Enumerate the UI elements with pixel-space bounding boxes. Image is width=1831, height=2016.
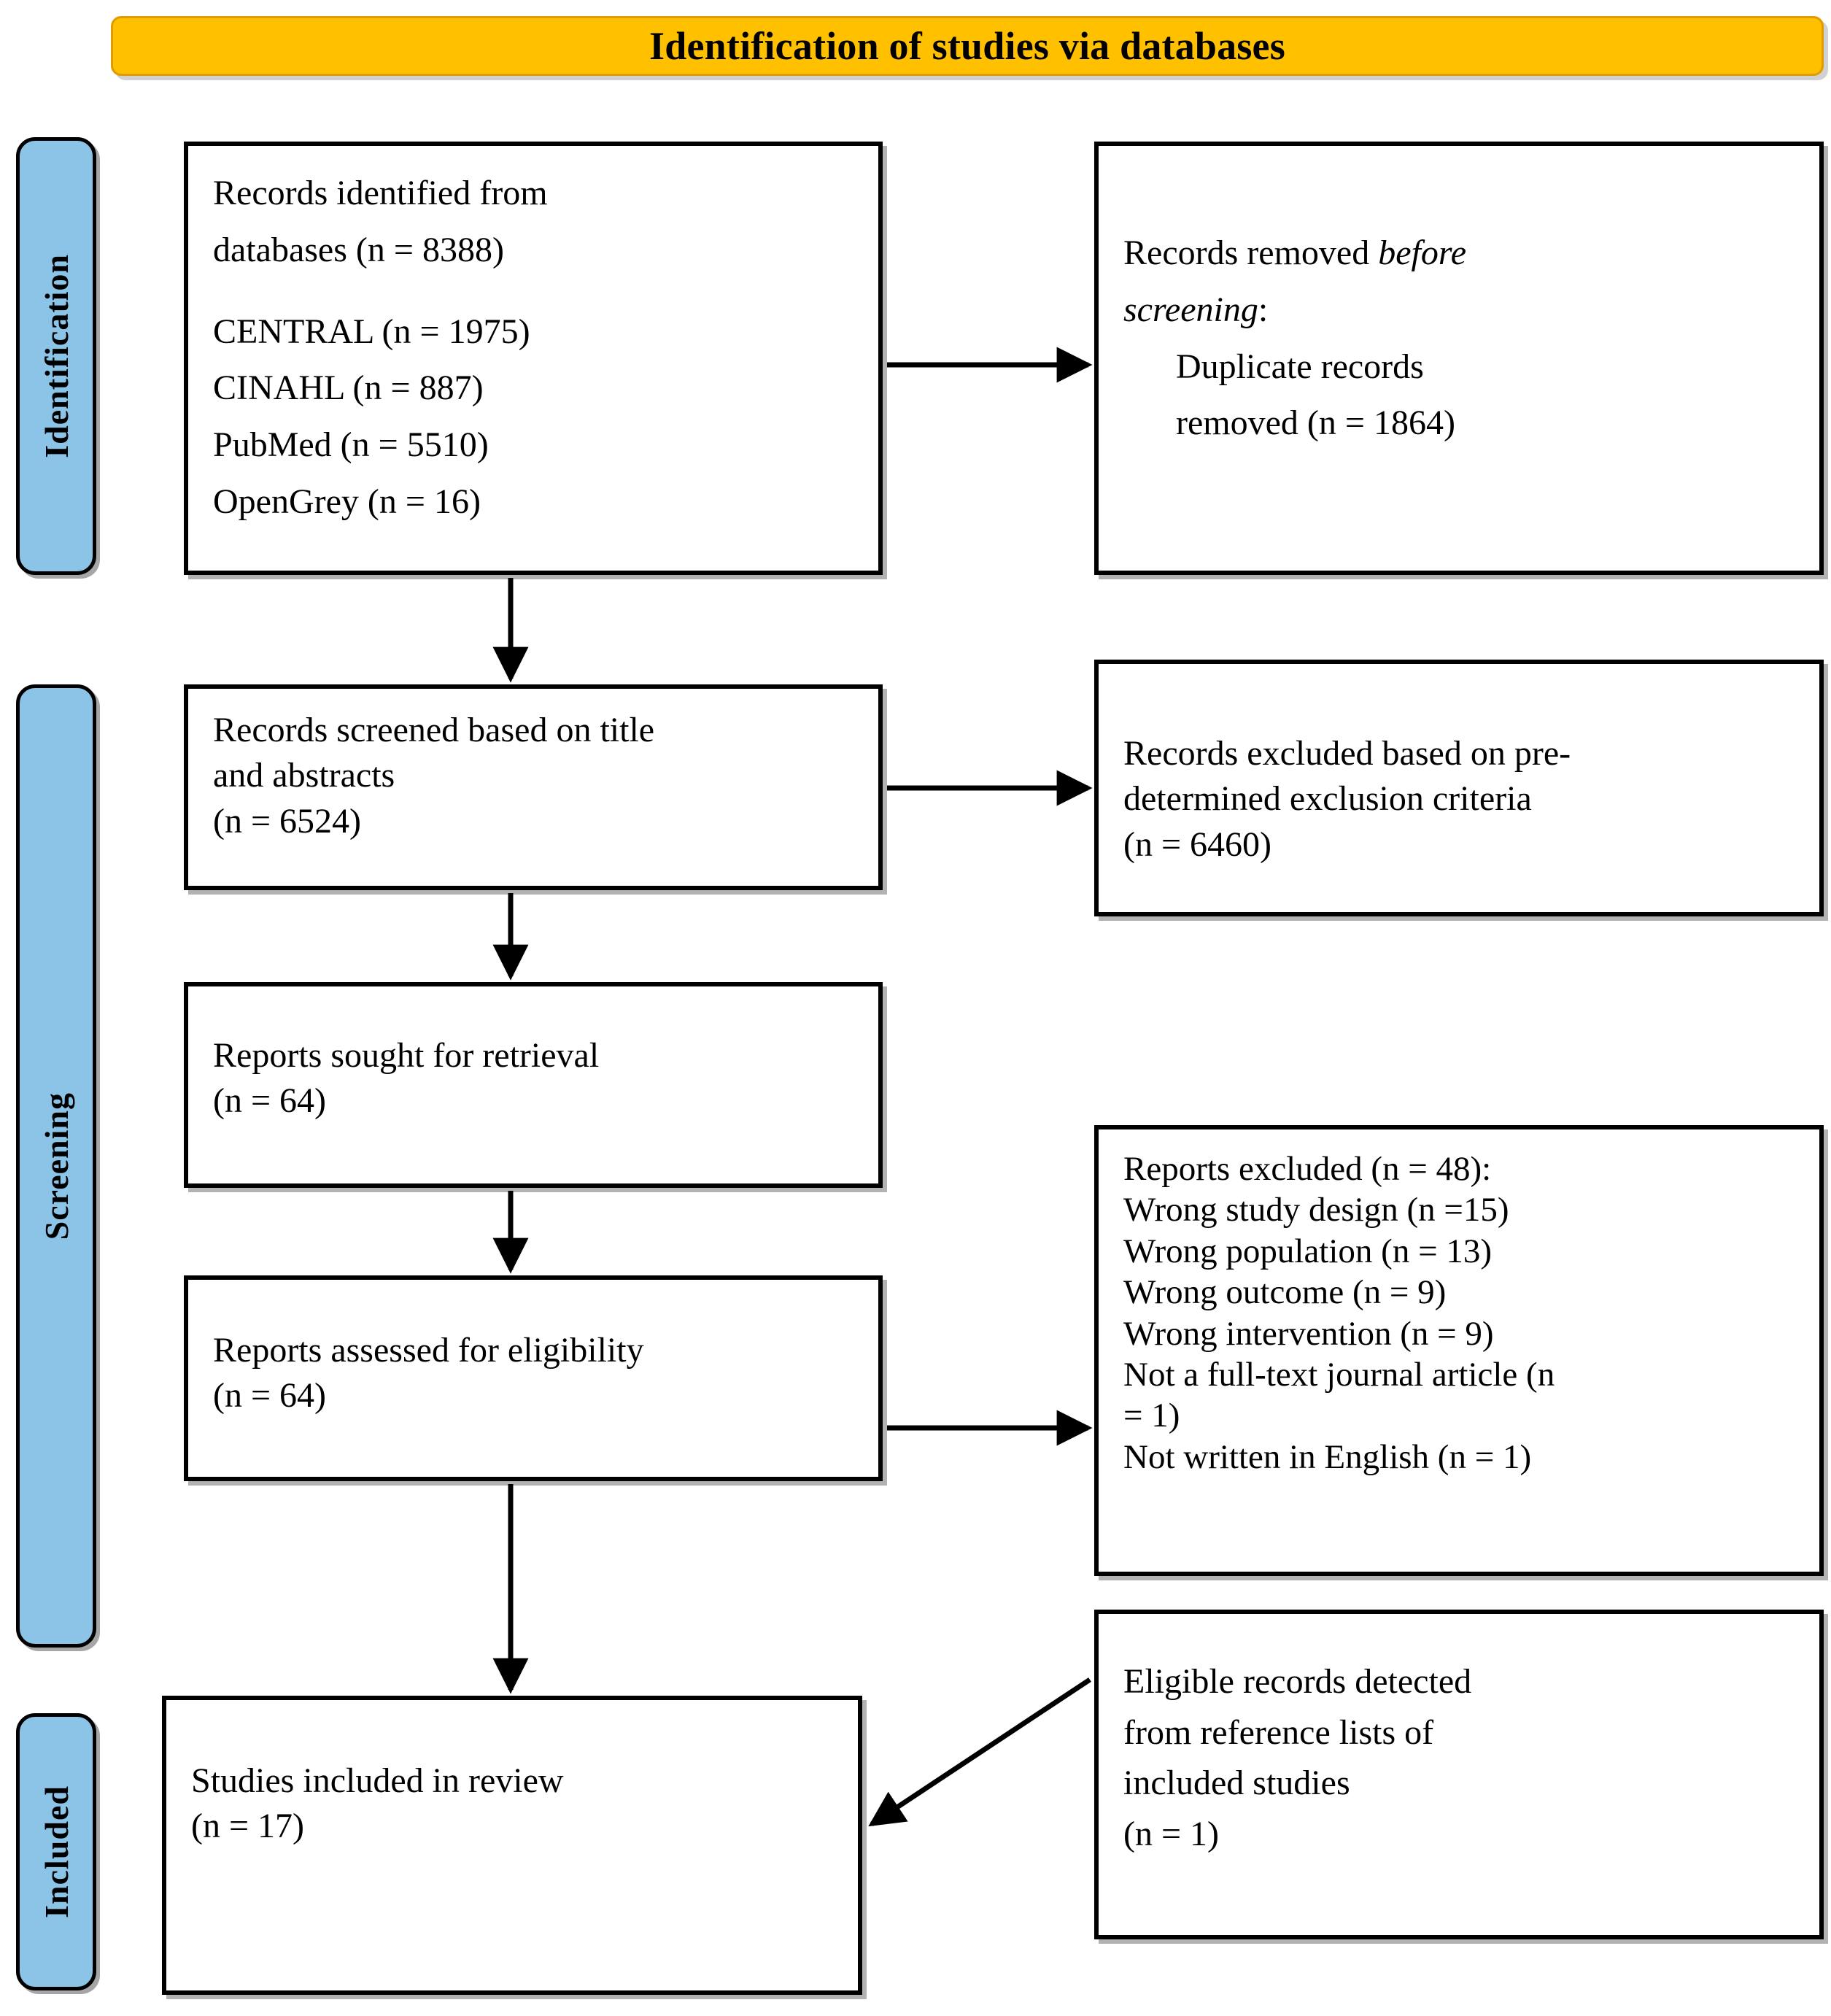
box-line-source-cinahl: CINAHL (n = 887) xyxy=(213,368,484,408)
box-line-reason: Wrong population (n = 13) xyxy=(1123,1232,1492,1270)
box-line: Reports sought for retrieval xyxy=(213,1036,600,1075)
box-line-count: (n = 64) xyxy=(213,1081,327,1121)
stage-tab-label-included: Included xyxy=(37,1785,75,1918)
box-line-reason: Wrong outcome (n = 9) xyxy=(1123,1273,1447,1312)
removed-italic-before: before xyxy=(1378,233,1467,272)
box-studies-included: Studies included in review (n = 17) xyxy=(162,1696,862,1995)
page-title: Identification of studies via databases xyxy=(649,24,1285,68)
removed-italic-screening: screening xyxy=(1123,290,1258,329)
box-line-count: (n = 17) xyxy=(191,1807,305,1846)
box-line-reason: Wrong study design (n =15) xyxy=(1123,1191,1509,1229)
box-line-reason-cont: = 1) xyxy=(1123,1397,1180,1435)
box-line: databases (n = 8388) xyxy=(213,230,504,269)
box-records-screened: Records screened based on title and abst… xyxy=(184,684,883,890)
box-line-header: Reports excluded (n = 48): xyxy=(1123,1150,1492,1188)
removed-prefix: Records removed xyxy=(1123,233,1379,272)
box-line: Records identified from xyxy=(213,174,548,212)
box-reports-sought: Reports sought for retrieval (n = 64) xyxy=(184,982,883,1188)
box-line-reason: Not written in English (n = 1) xyxy=(1123,1437,1532,1476)
box-line-source-pubmed: PubMed (n = 5510) xyxy=(213,425,489,464)
box-line-reason: Wrong intervention (n = 9) xyxy=(1123,1314,1494,1353)
stage-tab-included: Included xyxy=(16,1713,96,1990)
box-line: screening: xyxy=(1123,282,1795,339)
box-line: Records screened based on title xyxy=(213,711,655,749)
stage-tab-screening: Screening xyxy=(16,684,96,1648)
box-line: Eligible records detected xyxy=(1123,1662,1472,1701)
box-reports-assessed: Reports assessed for eligibility (n = 64… xyxy=(184,1275,883,1481)
box-line: included studies xyxy=(1123,1764,1350,1803)
box-line: Reports assessed for eligibility xyxy=(213,1331,644,1370)
box-line-count: (n = 64) xyxy=(213,1376,327,1416)
box-line-count: (n = 1) xyxy=(1123,1814,1220,1853)
box-line-count: (n = 6524) xyxy=(213,801,362,841)
box-line: determined exclusion criteria xyxy=(1123,779,1532,819)
header-banner: Identification of studies via databases xyxy=(111,16,1824,76)
box-line: and abstracts xyxy=(213,756,395,795)
stage-tab-identification: Identification xyxy=(16,137,96,575)
removed-colon: : xyxy=(1258,290,1269,329)
box-line-source-opengrey: OpenGrey (n = 16) xyxy=(213,482,481,521)
box-line-source-central: CENTRAL (n = 1975) xyxy=(213,312,530,351)
box-line-reason: Not a full-text journal article (n xyxy=(1123,1355,1555,1394)
box-line: Records excluded based on pre- xyxy=(1123,734,1571,773)
box-records-removed-before-screening: Records removed before screening: Duplic… xyxy=(1094,142,1824,575)
box-line: Studies included in review xyxy=(191,1761,564,1800)
box-line-spacer xyxy=(213,279,853,304)
box-line-duplicate-2: removed (n = 1864) xyxy=(1176,403,1455,443)
stage-tab-label-identification: Identification xyxy=(37,254,75,458)
box-line-count: (n = 6460) xyxy=(1123,824,1272,864)
box-records-identified: Records identified from databases (n = 8… xyxy=(184,142,883,575)
box-records-excluded: Records excluded based on pre- determine… xyxy=(1094,660,1824,916)
box-line-duplicate-1: Duplicate records xyxy=(1176,347,1424,386)
arrow-eligible-refs-to-included xyxy=(868,1677,1091,1827)
box-eligible-records-from-references: Eligible records detected from reference… xyxy=(1094,1610,1824,1939)
box-line: Records removed before xyxy=(1123,225,1795,282)
stage-tab-label-screening: Screening xyxy=(37,1092,75,1240)
box-reports-excluded: Reports excluded (n = 48): Wrong study d… xyxy=(1094,1125,1824,1576)
box-line: from reference lists of xyxy=(1123,1712,1434,1752)
